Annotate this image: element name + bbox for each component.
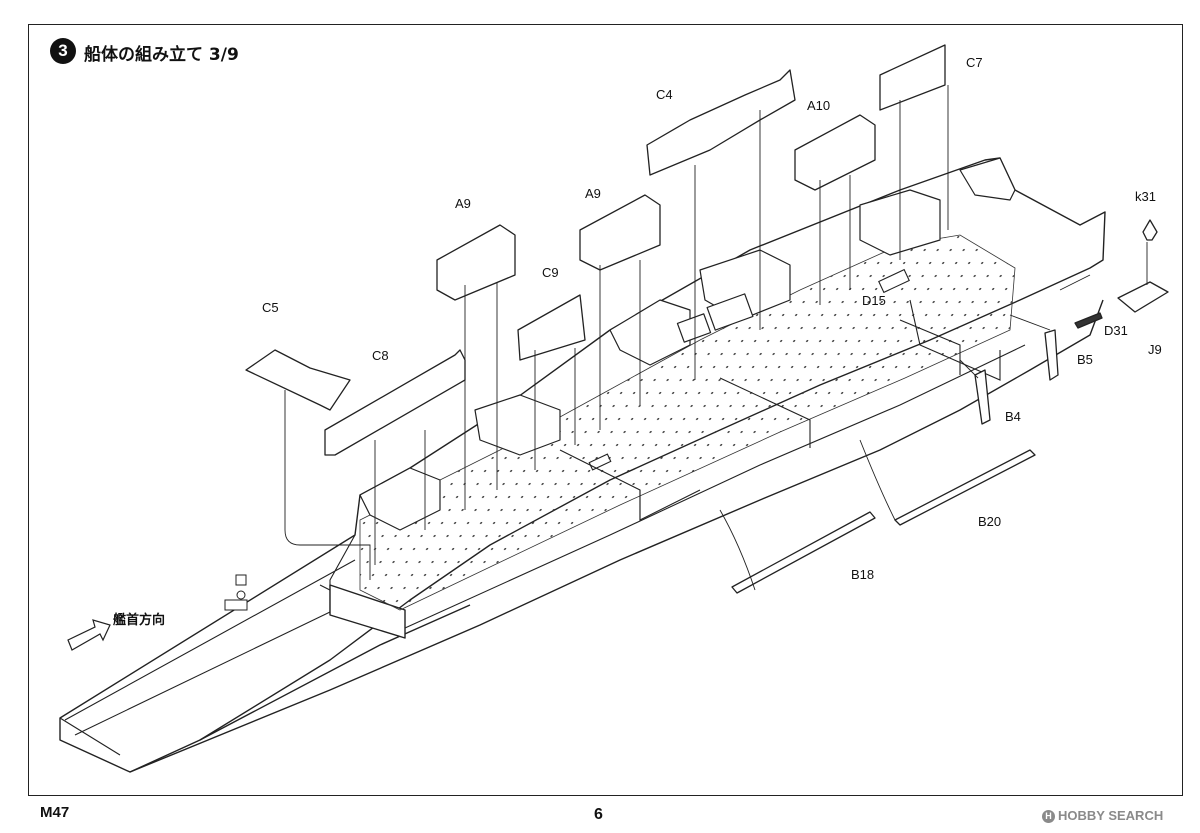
part-label-d31: D31 (1104, 323, 1128, 338)
part-c8 (324, 349, 466, 456)
part-label-c8: C8 (372, 348, 389, 363)
page-number: 6 (594, 806, 603, 823)
part-label-a9-left: A9 (455, 196, 471, 211)
part-a9-left (436, 224, 516, 301)
part-label-b18: B18 (851, 567, 875, 582)
part-c4 (646, 69, 796, 176)
bow-direction-arrow (67, 619, 111, 651)
part-label-a10: A10 (807, 98, 831, 113)
bow-deck-center (59, 534, 356, 756)
part-k31 (1142, 219, 1158, 241)
part-c9 (517, 294, 586, 361)
watermark-logo-icon: H (1042, 810, 1055, 823)
leader-lines (284, 85, 1148, 591)
part-b20 (894, 449, 1036, 526)
part-label-c4: C4 (656, 87, 673, 102)
part-label-c9: C9 (542, 265, 559, 280)
part-a10 (794, 114, 876, 191)
part-label-k31: k31 (1135, 189, 1156, 204)
deck-wall (329, 584, 406, 639)
part-c5 (245, 349, 351, 411)
part-label-b20: B20 (978, 514, 1002, 529)
part-d31 (1074, 312, 1103, 329)
part-label-b5: B5 (1077, 352, 1093, 367)
part-j9 (1117, 281, 1169, 313)
instruction-frame (28, 24, 1183, 796)
part-label-c5: C5 (262, 300, 279, 315)
deck-bulkheads (559, 268, 1001, 521)
bow-direction-label: 艦首方向 (113, 613, 166, 628)
bow-fittings (224, 574, 248, 611)
part-b18 (731, 511, 876, 594)
part-b5 (1044, 329, 1059, 381)
part-b4 (974, 369, 991, 425)
step-title: 船体の組み立て 3/9 (84, 45, 239, 65)
part-label-d15: D15 (862, 293, 886, 308)
loose-parts (245, 44, 1169, 594)
part-label-b4: B4 (1005, 409, 1021, 424)
part-label-j9: J9 (1148, 342, 1162, 357)
step-number-badge: 3 (50, 38, 76, 64)
hull-side-edge (129, 299, 1104, 773)
model-code: M47 (40, 804, 70, 821)
part-c7 (879, 44, 946, 111)
part-label-a9-right: A9 (585, 186, 601, 201)
hull-inner-side (199, 604, 471, 741)
part-a9-right (579, 194, 661, 271)
part-label-c7: C7 (966, 55, 983, 70)
watermark-text: HOBBY SEARCH (1058, 808, 1164, 823)
